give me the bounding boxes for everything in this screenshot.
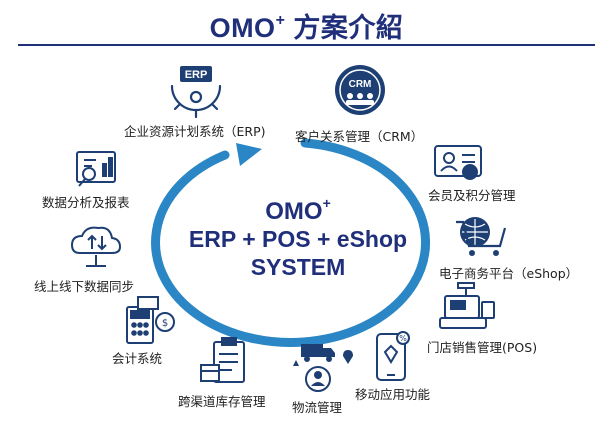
erp-gear-icon: ERP bbox=[170, 66, 222, 119]
module-analysis-label: 数据分析及报表 bbox=[42, 195, 130, 210]
logistics-truck-icon bbox=[293, 344, 353, 392]
cycle-ring bbox=[151, 138, 430, 347]
svg-text:%: % bbox=[399, 334, 407, 343]
page-title: OMO+ 方案介紹 bbox=[209, 12, 404, 43]
inventory-clipboard-icon bbox=[200, 337, 245, 383]
svg-text:$: $ bbox=[162, 318, 168, 329]
module-accounting-label: 会计系统 bbox=[112, 351, 163, 366]
module-crm-label: 客户关系管理（CRM） bbox=[295, 129, 424, 144]
module-member-label: 会员及积分管理 bbox=[428, 188, 516, 203]
data-sync-cloud-icon bbox=[70, 226, 122, 267]
pos-register-icon bbox=[439, 282, 495, 329]
center-omo-label: OMO+ bbox=[265, 195, 331, 225]
module-inventory-label: 跨渠道库存管理 bbox=[178, 394, 266, 409]
member-card-icon bbox=[434, 145, 482, 180]
crm-icon: CRM bbox=[335, 65, 385, 115]
module-pos-label: 门店销售管理(POS) bbox=[427, 340, 538, 355]
data-analysis-report-icon bbox=[76, 151, 116, 187]
module-eshop-label: 电子商务平台（eShop） bbox=[439, 266, 579, 281]
mobile-app-icon: % bbox=[376, 331, 410, 381]
title-underline bbox=[18, 44, 595, 46]
eshop-cart-icon bbox=[456, 217, 507, 256]
module-erp-label: 企业资源计划系统（ERP) bbox=[124, 124, 266, 139]
crm-badge-text: CRM bbox=[349, 79, 372, 90]
module-mobile-label: 移动应用功能 bbox=[355, 387, 431, 402]
center-system-label: SYSTEM bbox=[250, 254, 346, 280]
erp-badge-text: ERP bbox=[185, 69, 208, 81]
module-sync-label: 线上线下数据同步 bbox=[34, 279, 135, 294]
accounting-calculator-icon: $ bbox=[126, 296, 175, 344]
cycle-arrow-head bbox=[236, 143, 262, 166]
center-modules-label: ERP + POS + eShop bbox=[188, 226, 408, 252]
module-logistics-label: 物流管理 bbox=[292, 400, 343, 415]
central-system-label: OMO+ ERP + POS + eShop SYSTEM bbox=[180, 192, 416, 281]
